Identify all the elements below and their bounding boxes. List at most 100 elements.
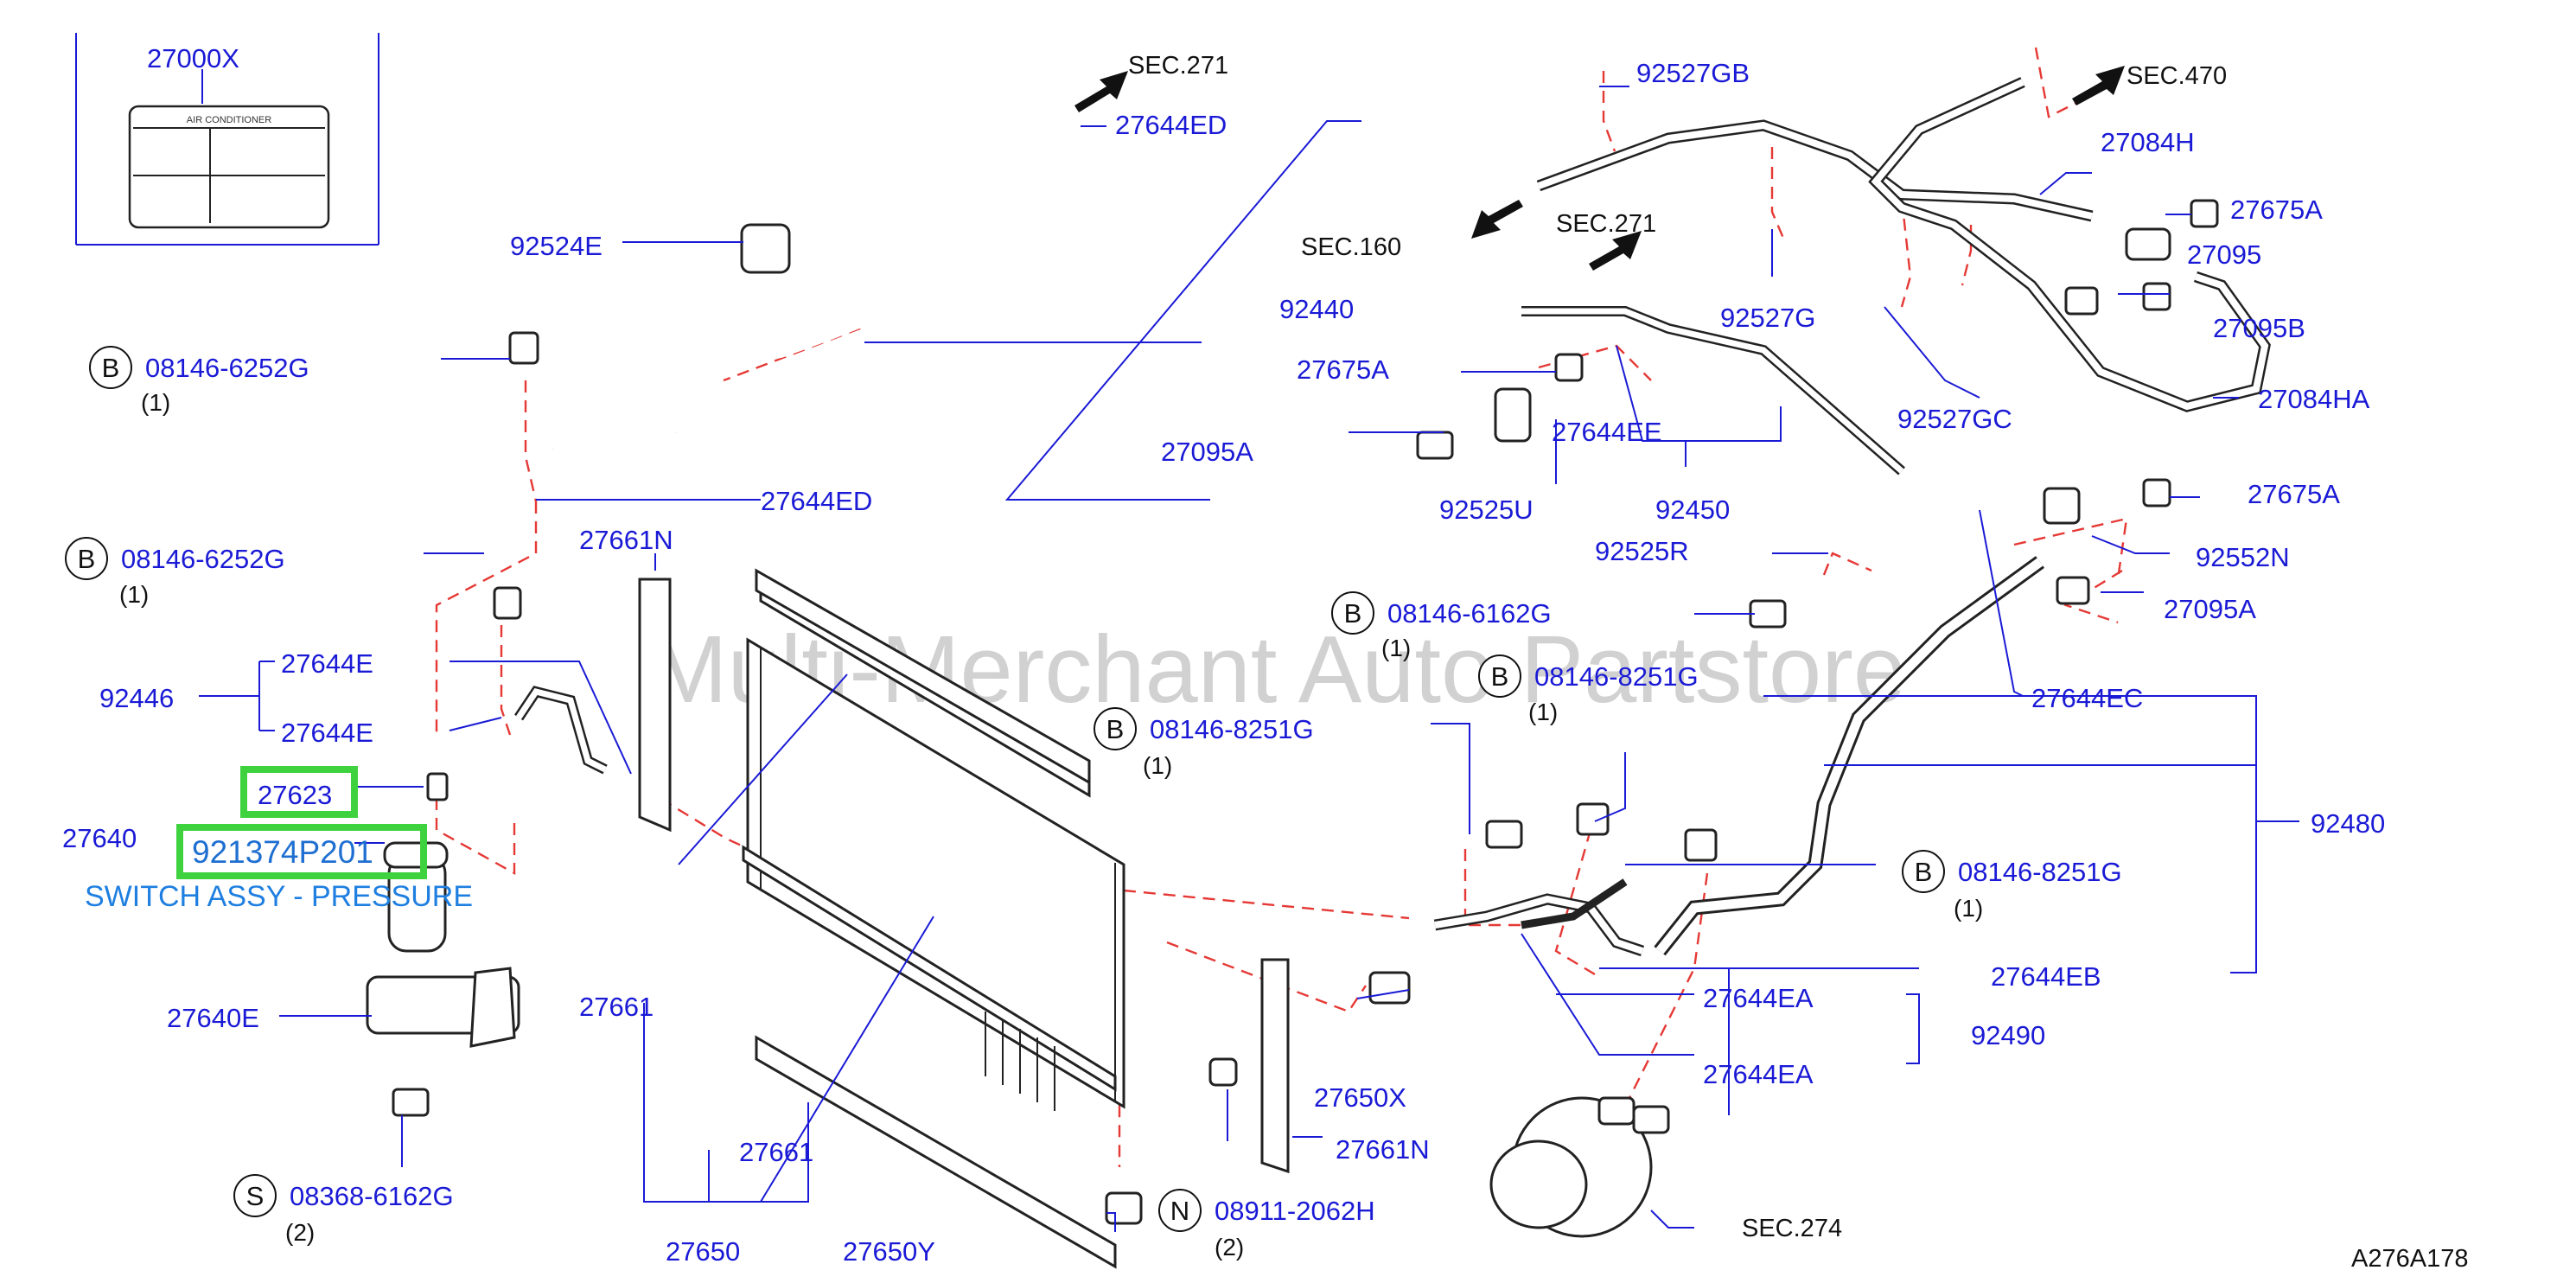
svg-text:(1): (1) <box>1954 895 1983 922</box>
highlight-description: SWITCH ASSY - PRESSURE <box>85 880 473 913</box>
part-label-92446[interactable]: 92446 <box>99 683 174 713</box>
bolts-art <box>392 199 2219 1117</box>
part-label-92490[interactable]: 92490 <box>1971 1020 2045 1050</box>
part-label-27095b[interactable]: 27095B <box>2213 313 2305 343</box>
section-refs: SEC.271 SEC.470 SEC.160 SEC.271 SEC.274 <box>1128 52 2227 1242</box>
bolt-callout-1[interactable]: B 08146-6252G (1) <box>89 346 309 416</box>
part-label-92524e[interactable]: 92524E <box>510 231 603 261</box>
svg-text:08146-8251G: 08146-8251G <box>1150 714 1314 744</box>
part-label-92527gb[interactable]: 92527GB <box>1636 58 1750 88</box>
seal-27661-top <box>755 568 1091 785</box>
svg-text:B: B <box>102 353 120 383</box>
part-label-27000x[interactable]: 27000X <box>147 43 239 73</box>
part-label-27095a-right[interactable]: 27095A <box>2164 594 2256 624</box>
part-label-92480[interactable]: 92480 <box>2311 808 2385 839</box>
part-label-27644ea-top[interactable]: 27644EA <box>1703 983 1814 1013</box>
part-label-27644ee[interactable]: 27644EE <box>1552 417 1662 447</box>
part-label-92450[interactable]: 92450 <box>1655 495 1730 525</box>
part-label-27095[interactable]: 27095 <box>2187 239 2261 270</box>
compressor <box>1489 1096 1670 1238</box>
part-label-27650x[interactable]: 27650X <box>1314 1082 1406 1113</box>
seal-27661-bottom <box>755 1035 1117 1269</box>
svg-text:08146-6162G: 08146-6162G <box>1387 598 1552 629</box>
part-label-27661n-left[interactable]: 27661N <box>579 525 673 555</box>
part-label-27640[interactable]: 27640 <box>62 823 137 853</box>
svg-text:08368-6162G: 08368-6162G <box>290 1181 454 1211</box>
svg-text:B: B <box>1106 714 1125 744</box>
svg-text:(1): (1) <box>1381 635 1411 661</box>
part-label-92525r[interactable]: 92525R <box>1595 536 1689 566</box>
part-label-27661-bottom[interactable]: 27661 <box>739 1137 813 1167</box>
bolt-callout-8[interactable]: N 08911-2062H (2) <box>1158 1189 1375 1261</box>
leader-lines <box>199 86 2299 1232</box>
part-label-27640e[interactable]: 27640E <box>167 1003 259 1033</box>
receiver-drier <box>366 772 520 1048</box>
svg-text:08146-8251G: 08146-8251G <box>1958 857 2122 887</box>
sensor-27095 <box>2125 227 2171 261</box>
part-label-27084ha[interactable]: 27084HA <box>2258 384 2370 414</box>
seal-27661n-right <box>1260 958 1290 1174</box>
part-label-27644e-bottom[interactable]: 27644E <box>281 718 373 748</box>
part-label-27650y[interactable]: 27650Y <box>843 1236 935 1267</box>
bolt-callout-5[interactable]: B 08146-6162G (1) <box>1331 591 1552 661</box>
part-label-92552n[interactable]: 92552N <box>2196 542 2290 572</box>
section-ref-sec271-top[interactable]: SEC.271 <box>1128 52 1228 80</box>
seal-27661n-left <box>638 578 672 833</box>
part-label-27644ed-mid[interactable]: 27644ED <box>761 486 872 516</box>
part-label-92525u[interactable]: 92525U <box>1439 495 1533 525</box>
highlight-part-921374p201[interactable]: 921374P201 <box>192 834 373 870</box>
svg-text:B: B <box>1344 598 1362 629</box>
part-label-27644ed-top[interactable]: 27644ED <box>1115 110 1227 140</box>
highlight-box-921374p201 <box>176 824 427 879</box>
bracket-92525u <box>1494 387 1532 443</box>
svg-text:(2): (2) <box>1215 1234 1244 1261</box>
part-label-27675a-right-top[interactable]: 27675A <box>2230 195 2323 225</box>
part-label-27644e-top[interactable]: 27644E <box>281 648 373 679</box>
part-label-92527gc[interactable]: 92527GC <box>1897 404 2012 434</box>
svg-text:08146-6252G: 08146-6252G <box>145 353 309 383</box>
inset-panel: AIR CONDITIONER 27000X <box>75 33 379 246</box>
svg-text:08911-2062H: 08911-2062H <box>1215 1196 1375 1226</box>
bracket-92552n <box>2043 487 2081 525</box>
bolt-callout-4[interactable]: B 08146-8251G (1) <box>1094 707 1314 779</box>
svg-text:(1): (1) <box>1528 699 1558 725</box>
part-label-27095a-left[interactable]: 27095A <box>1161 437 1253 467</box>
svg-text:(1): (1) <box>141 389 170 416</box>
bolt-callout-6[interactable]: B 08146-8251G (1) <box>1478 654 1699 725</box>
clamp-92524e <box>740 223 791 274</box>
svg-text:N: N <box>1170 1196 1189 1226</box>
svg-text:(1): (1) <box>119 581 149 608</box>
highlight-part-27623[interactable]: 27623 <box>258 780 332 810</box>
part-label-27644eb[interactable]: 27644EB <box>1991 961 2101 992</box>
section-ref-sec274[interactable]: SEC.274 <box>1742 1215 1842 1242</box>
part-label-27661n-right[interactable]: 27661N <box>1336 1134 1430 1165</box>
bolt-callout-2[interactable]: B 08146-6252G (1) <box>65 537 285 608</box>
sensor-27650x <box>1368 971 1411 1005</box>
part-label-92527g[interactable]: 92527G <box>1720 303 1815 333</box>
part-label-27675a-right[interactable]: 27675A <box>2248 479 2340 509</box>
highlighted-part: 27623 921374P201 SWITCH ASSY - PRESSURE <box>85 766 473 913</box>
bolt-callout-3[interactable]: S 08368-6162G (2) <box>233 1174 454 1246</box>
section-ref-sec470[interactable]: SEC.470 <box>2126 62 2227 90</box>
part-label-27644ec[interactable]: 27644EC <box>2031 683 2143 713</box>
diagram-code: A276A178 <box>2351 1245 2468 1273</box>
direction-arrows <box>1074 66 2125 271</box>
part-label-27675a-mid[interactable]: 27675A <box>1297 354 1389 385</box>
part-label-27084h[interactable]: 27084H <box>2101 127 2195 157</box>
section-ref-sec160[interactable]: SEC.160 <box>1301 233 1401 261</box>
svg-text:S: S <box>246 1181 265 1211</box>
part-label-92440[interactable]: 92440 <box>1279 294 1354 324</box>
part-label-27650[interactable]: 27650 <box>666 1236 740 1267</box>
section-ref-sec271-mid[interactable]: SEC.271 <box>1556 210 1656 238</box>
bolt-callout-7[interactable]: B 08146-8251G (1) <box>1902 850 2122 922</box>
svg-text:(1): (1) <box>1143 752 1172 779</box>
ac-label-plate-text: AIR CONDITIONER <box>187 115 271 125</box>
svg-text:B: B <box>1915 857 1933 887</box>
bolt-callouts: B 08146-6252G (1) B 08146-6252G (1) S 08… <box>65 346 2122 1261</box>
part-label-27644ea-bottom[interactable]: 27644EA <box>1703 1059 1814 1089</box>
part-label-27661-left[interactable]: 27661 <box>579 992 654 1022</box>
bracket-27650y <box>1105 1191 1143 1225</box>
svg-text:(2): (2) <box>285 1219 315 1246</box>
pipes <box>514 77 2271 957</box>
